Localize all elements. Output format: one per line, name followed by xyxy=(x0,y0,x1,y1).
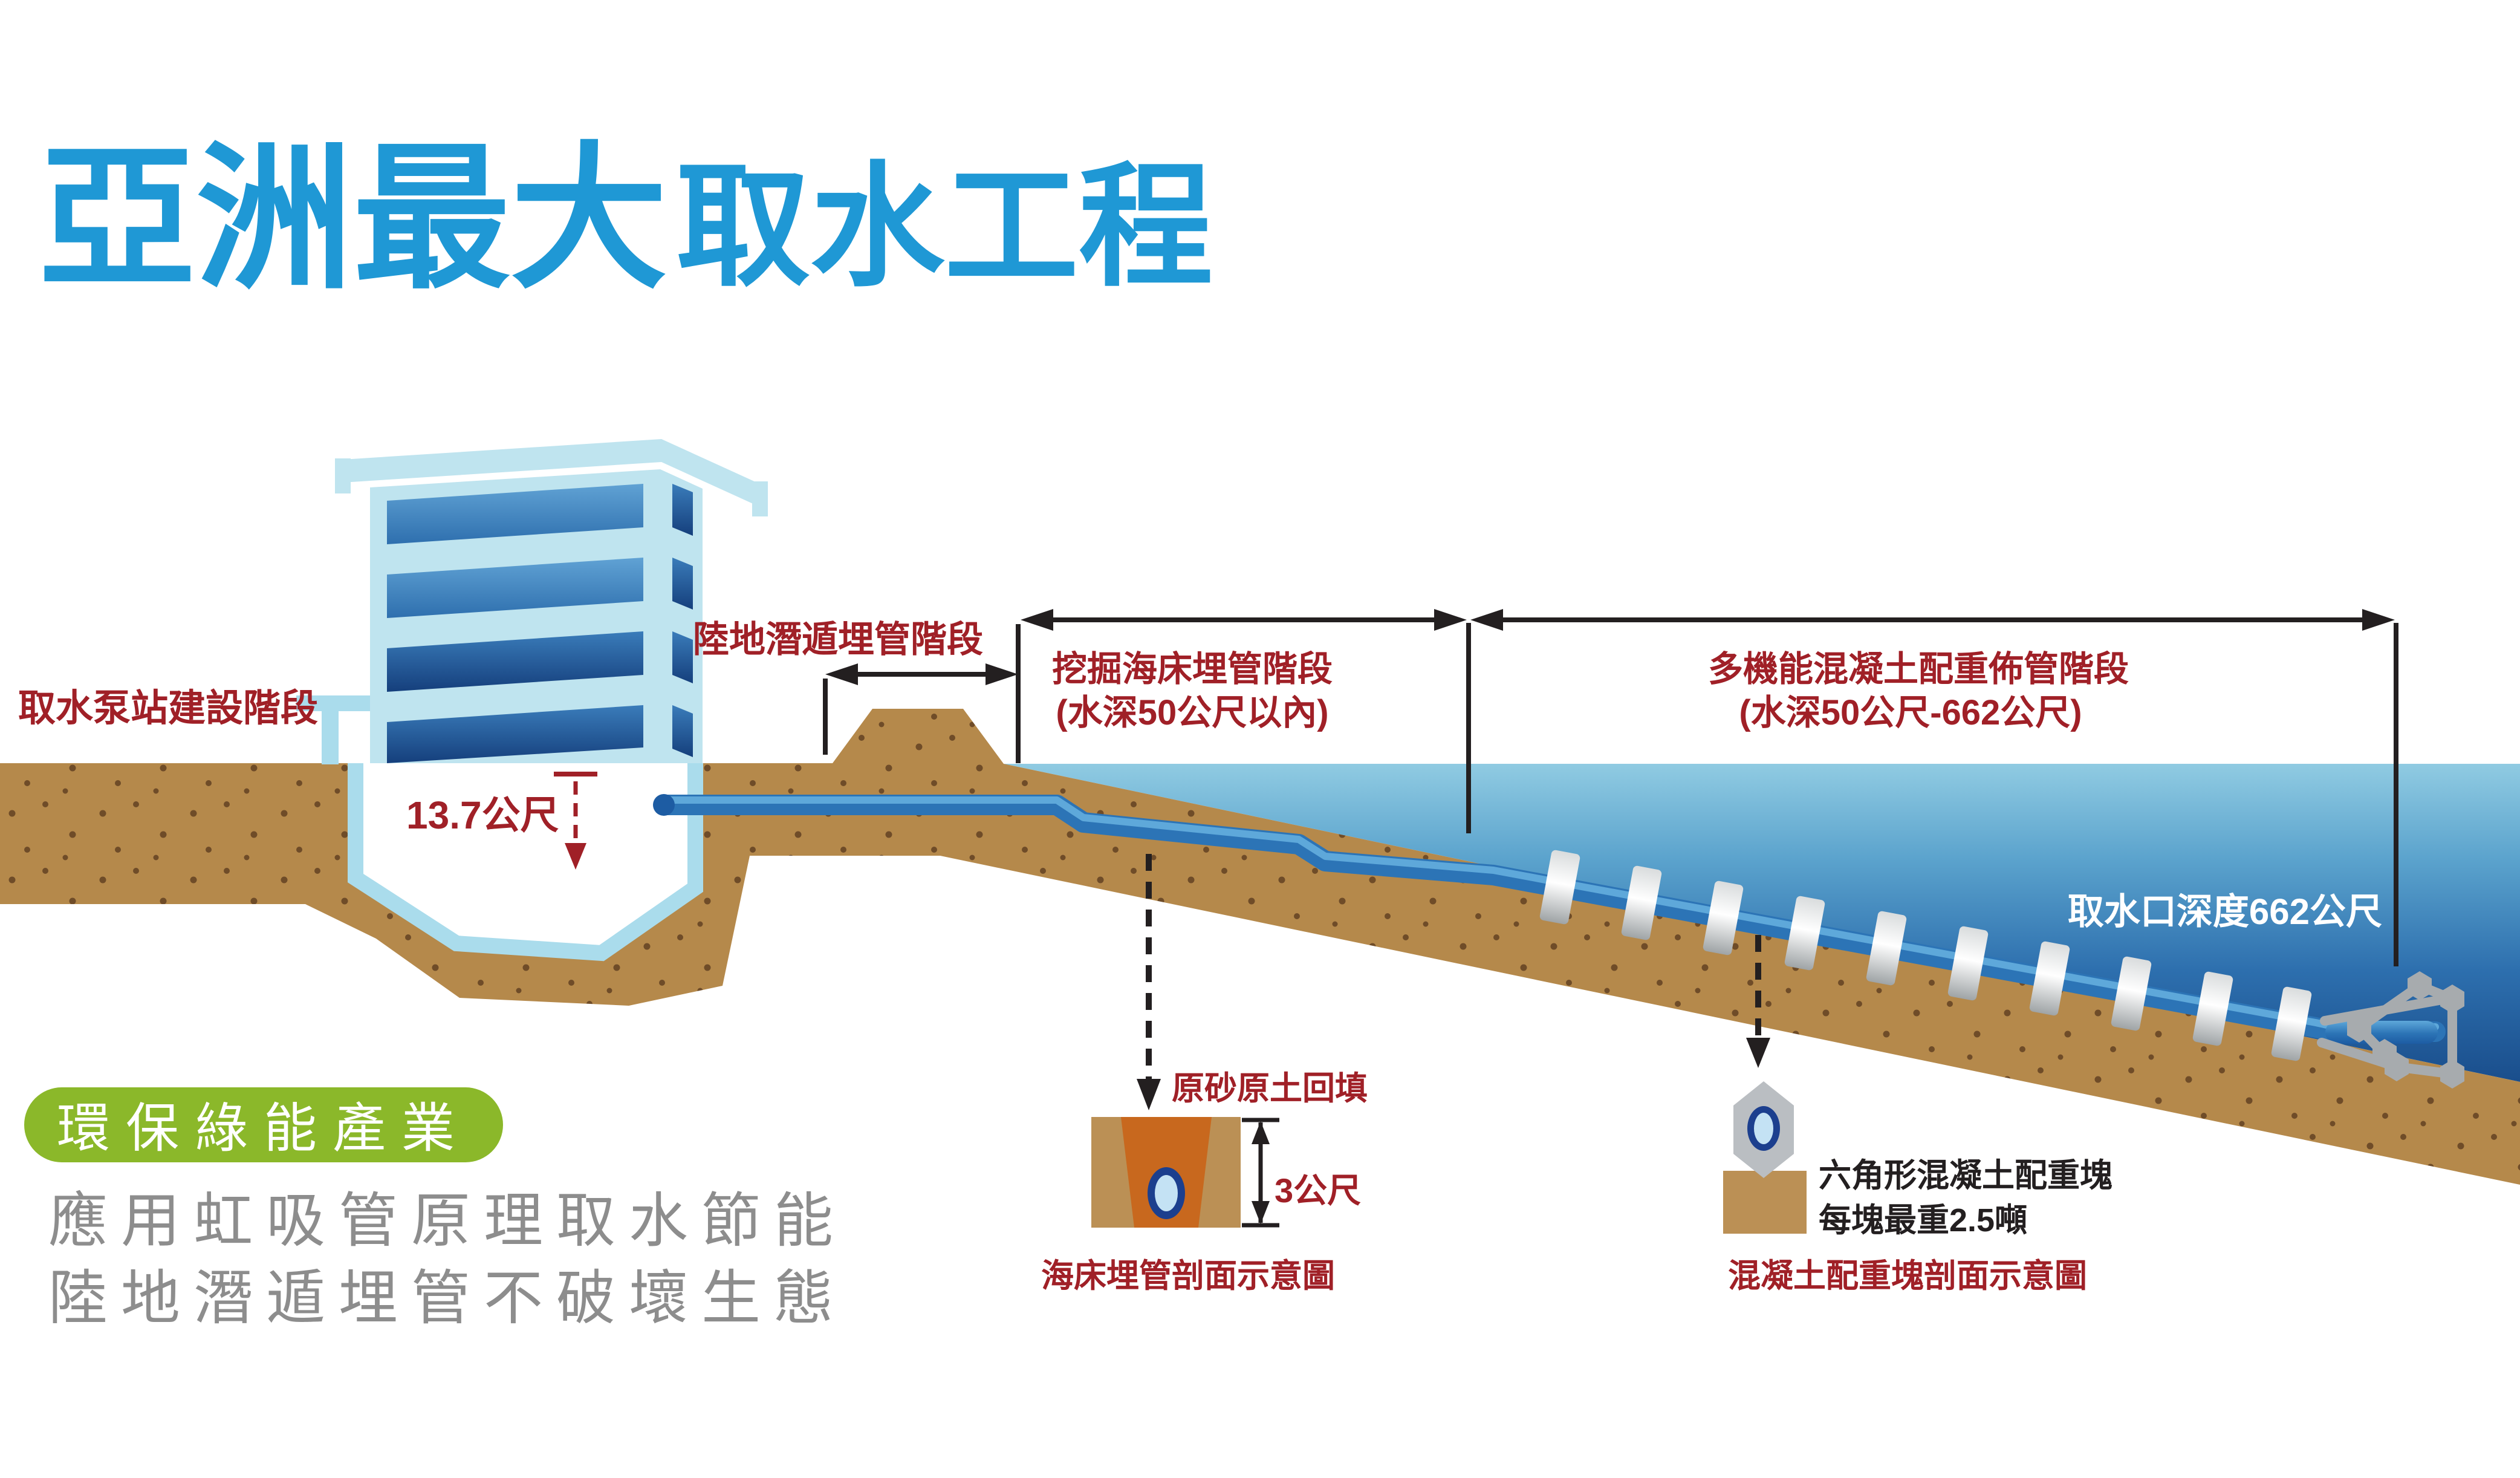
concrete-collar xyxy=(1866,911,1907,986)
seabed-trench-caption: 海床埋管剖面示意圖 xyxy=(1041,1258,1335,1294)
concrete-collar xyxy=(1621,865,1662,940)
concrete-collar xyxy=(2271,986,2312,1061)
dimension-arrowheads xyxy=(825,609,2395,685)
intake-head-structure xyxy=(2317,971,2464,1089)
arrowhead-icon xyxy=(1137,1079,1161,1110)
eco-badge xyxy=(24,1087,503,1162)
inset-pointers xyxy=(1137,854,1770,1110)
building-body xyxy=(370,469,703,763)
hex-node-icon xyxy=(2372,1039,2397,1068)
concrete-block-caption: 混凝土配重塊剖面示意圖 xyxy=(1728,1258,2087,1294)
arrowhead-icon xyxy=(1470,609,1503,631)
slogan-line1: 應用虹吸管原理取水節能 xyxy=(48,1187,846,1254)
arrowhead-icon xyxy=(1252,1201,1270,1224)
hex-node-icon xyxy=(2440,985,2464,1014)
pipe-end-cap xyxy=(653,794,675,816)
block-seabed-base xyxy=(1723,1171,1807,1234)
slogan-line2: 陸地潛遁埋管不破壞生態 xyxy=(48,1265,846,1331)
arrowhead-icon xyxy=(1252,1121,1270,1144)
pump-station-basement xyxy=(348,763,703,962)
intake-pipe-end xyxy=(2325,1021,2438,1044)
concrete-collar xyxy=(2192,971,2233,1046)
roof-cap xyxy=(342,439,757,506)
side-ledge xyxy=(296,695,370,711)
pump-station-building xyxy=(296,439,768,764)
window-band xyxy=(387,705,643,763)
concrete-collar xyxy=(1539,850,1580,925)
station-depth-value: 13.7公尺 xyxy=(406,793,559,837)
basement-interior xyxy=(356,763,695,953)
label-seabed-excavation-phase: 挖掘海床埋管階段 xyxy=(1052,649,1333,689)
window-band xyxy=(387,558,643,618)
seabed-trench-inset xyxy=(1091,1117,1279,1228)
window-band xyxy=(387,631,643,692)
window-band-side xyxy=(672,484,693,536)
backfill-label: 原砂原土回填 xyxy=(1172,1070,1368,1107)
arrowhead-icon xyxy=(2362,609,2395,631)
roof-lip-right xyxy=(752,481,768,516)
concrete-collar xyxy=(1703,881,1744,955)
arrowhead-icon xyxy=(565,843,586,870)
roof-lip-left xyxy=(335,458,351,493)
window-band xyxy=(387,484,643,544)
window-band-side xyxy=(672,705,693,757)
arrowhead-icon xyxy=(986,663,1018,685)
concrete-collar xyxy=(1947,926,1989,1001)
page-title-part1: 亞洲最大 xyxy=(39,132,667,307)
concrete-block-desc1: 六角形混凝土配重塊 xyxy=(1819,1157,2112,1194)
arrowhead-icon xyxy=(1434,609,1467,631)
label-concrete-weight-phase: 多機能混凝土配重佈管階段 xyxy=(1708,649,2129,689)
trench-depth-value: 3公尺 xyxy=(1275,1171,1361,1209)
arrowhead-icon xyxy=(825,663,858,685)
hex-node-icon xyxy=(2408,971,2432,1000)
eco-badge-label: 環保綠能產業 xyxy=(57,1098,470,1158)
arrowhead-icon xyxy=(1746,1038,1770,1068)
intake-depth-value: 取水口深度662公尺 xyxy=(2068,891,2382,932)
hex-node-icon xyxy=(2440,1060,2464,1089)
concrete-collar xyxy=(2029,941,2070,1016)
pipe-section-bore xyxy=(1155,1175,1178,1211)
side-ledge-post xyxy=(322,711,339,764)
concrete-collar xyxy=(1784,896,1825,971)
arrowhead-icon xyxy=(1021,609,1053,631)
pipe-section-bore xyxy=(1754,1113,1773,1144)
concrete-block-desc2: 每塊最重2.5噸 xyxy=(1819,1202,2027,1239)
window-band-side xyxy=(672,558,693,610)
label-concrete-weight-depth: (水深50公尺-662公尺) xyxy=(1739,693,2082,732)
basement-wall xyxy=(348,763,703,962)
window-band-side xyxy=(672,631,693,683)
truss-nodes xyxy=(2347,971,2464,1089)
label-pump-station-phase: 取水泵站建設階段 xyxy=(18,688,318,729)
label-land-drilling-phase: 陸地潛遁埋管階段 xyxy=(693,619,983,660)
station-depth-arrow xyxy=(554,772,597,870)
dimension-lines xyxy=(823,617,2398,966)
concrete-collar xyxy=(2111,956,2152,1031)
concrete-collars xyxy=(1539,850,2312,1061)
label-seabed-excavation-depth: (水深50公尺以內) xyxy=(1056,693,1328,732)
concrete-block-inset xyxy=(1723,1081,1807,1234)
page-title-part2: 取水工程 xyxy=(676,152,1213,302)
hex-node-icon xyxy=(2347,1014,2371,1043)
